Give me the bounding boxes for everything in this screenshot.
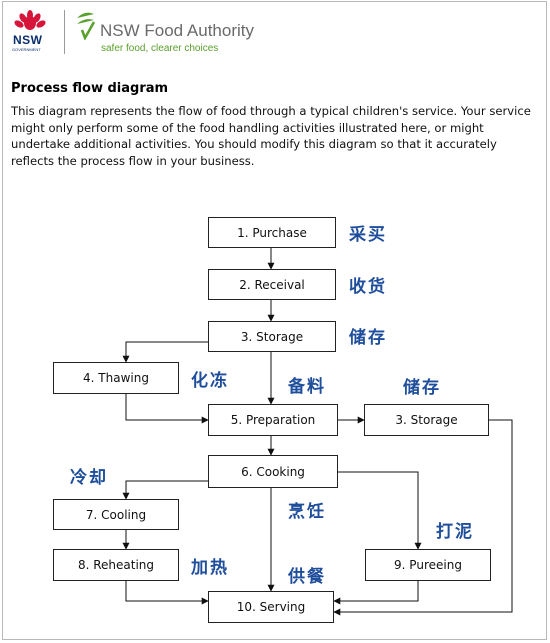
step-serving-box: 10. Serving — [208, 591, 334, 623]
step-receival-box: 2. Receival — [208, 269, 336, 300]
annotation-reheating: 加热 — [191, 558, 229, 578]
annotation-purchase: 采买 — [349, 225, 387, 245]
arrow-pureeing-serving — [333, 581, 419, 605]
annotation-serving: 供餐 — [288, 567, 326, 587]
step-pureeing-box: 9. Pureeing — [365, 549, 491, 581]
arrow-storage2-serving — [333, 419, 513, 616]
step-preparation-box: 5. Preparation — [208, 404, 338, 436]
org-tagline: safer food, clearer choices — [101, 43, 219, 54]
step-thawing-box: 4. Thawing — [53, 362, 179, 394]
step-storage-box: 3. Storage — [208, 321, 336, 352]
annotation-pureeing: 打泥 — [436, 522, 474, 542]
header: NSW GOVERNMENT NSW Food Authority safer … — [0, 0, 550, 62]
annotation-cooking: 烹饪 — [288, 502, 326, 522]
description: This diagram represents the flow of food… — [11, 104, 531, 168]
annotation-preparation: 备料 — [288, 377, 326, 397]
step-reheating-box: 8. Reheating — [53, 549, 179, 581]
annotation-storage: 储存 — [349, 328, 387, 348]
org-name: NSW Food Authority — [100, 21, 255, 40]
header-divider — [64, 10, 65, 54]
nsw-logo-text: NSW — [13, 33, 43, 47]
nsw-logo-subtext: GOVERNMENT — [12, 47, 41, 52]
arrow-cooking-pureeing — [338, 471, 422, 550]
nsw-waratah-logo-icon — [14, 10, 46, 30]
annotation-cooling: 冷却 — [70, 468, 108, 488]
leaf-check-icon — [77, 12, 96, 40]
arrow-thawing-preparation — [125, 394, 209, 424]
annotation-storage2: 储存 — [403, 378, 441, 398]
step-storage2-box: 3. Storage — [364, 404, 489, 436]
arrow-reheating-serving — [125, 581, 209, 605]
page-title: Process flow diagram — [11, 81, 169, 96]
annotation-thawing: 化冻 — [191, 371, 229, 391]
step-cooking-box: 6. Cooking — [208, 455, 338, 488]
step-cooling-box: 7. Cooling — [53, 499, 179, 530]
annotation-receival: 收货 — [349, 277, 387, 297]
step-purchase-box: 1. Purchase — [208, 217, 336, 248]
